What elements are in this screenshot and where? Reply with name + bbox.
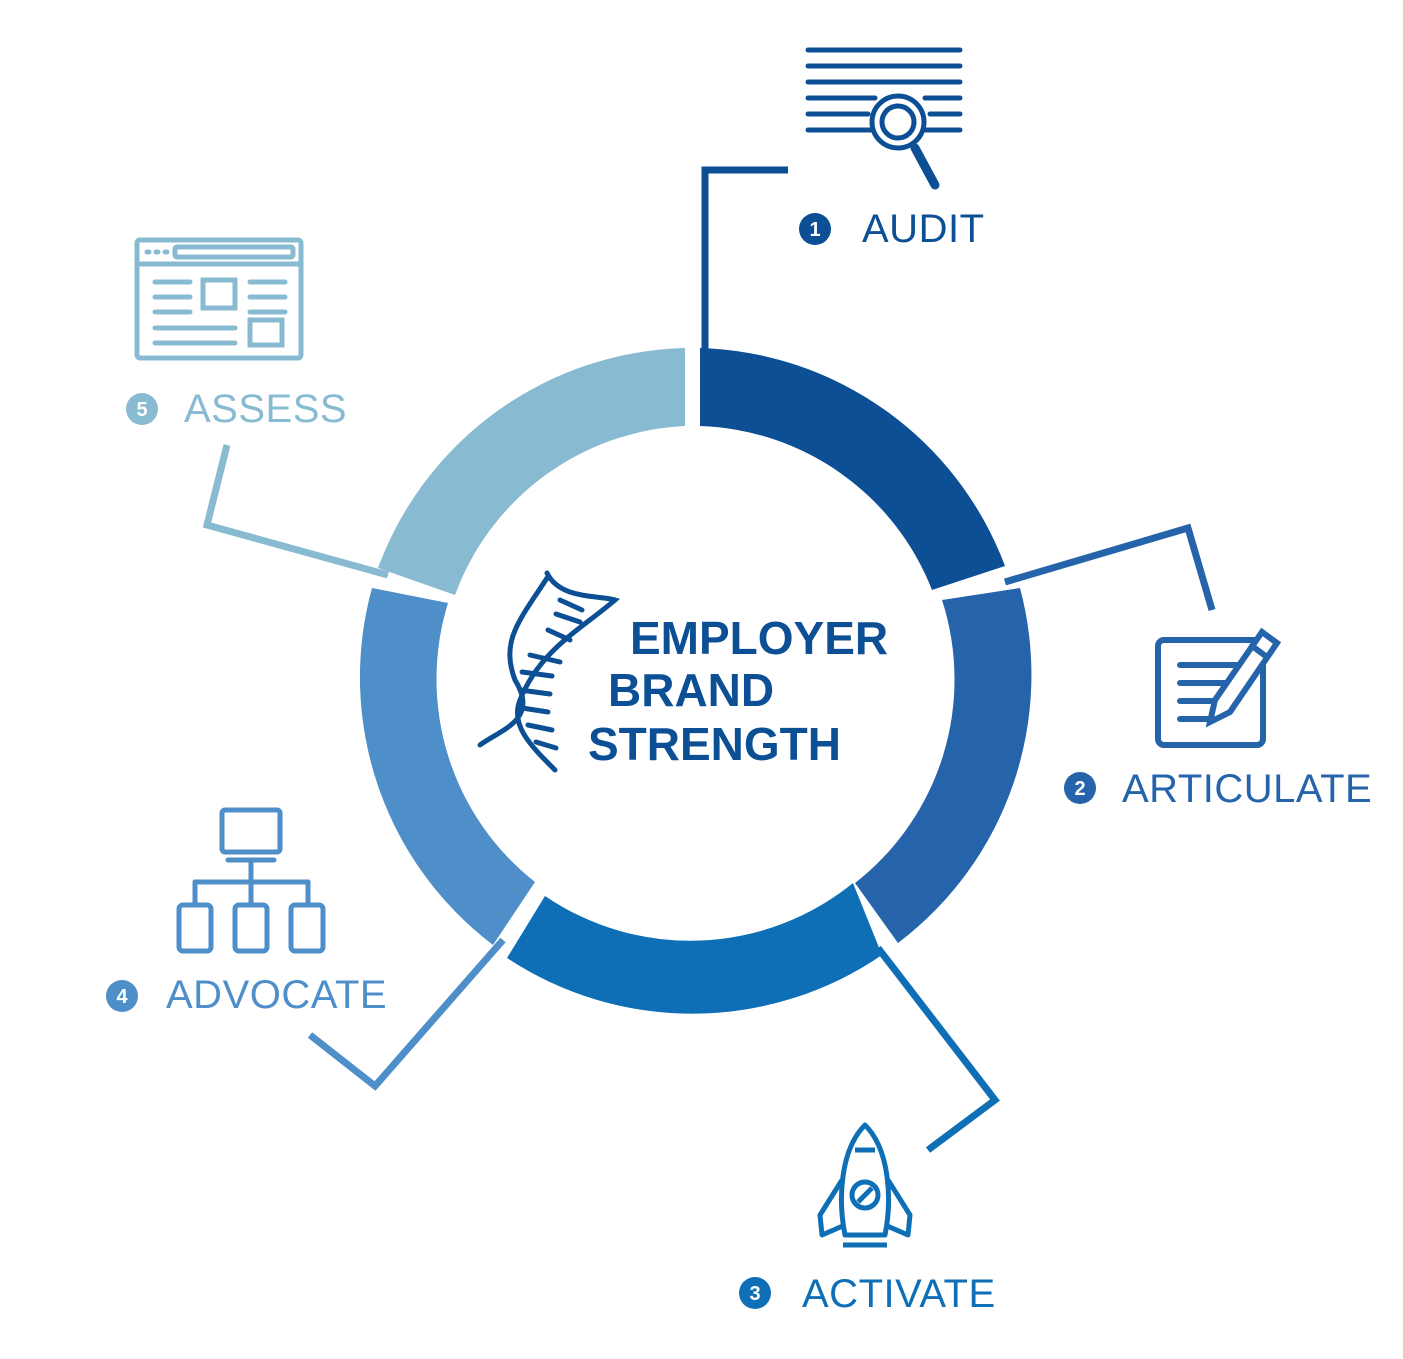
ring-segment-advocate bbox=[359, 588, 535, 945]
connector-assess bbox=[202, 444, 389, 579]
step-label-activate: ACTIVATE bbox=[802, 1272, 996, 1316]
step-audit: 1 AUDIT bbox=[799, 47, 985, 251]
step-activate: 3 ACTIVATE bbox=[739, 1122, 996, 1316]
step-number: 5 bbox=[136, 399, 147, 421]
connector-advocate bbox=[307, 937, 506, 1091]
ring-segment-audit bbox=[700, 348, 1005, 590]
connector-lines bbox=[202, 166, 1216, 1153]
step-number-badge bbox=[739, 1277, 771, 1309]
step-number: 1 bbox=[809, 219, 820, 241]
ring-segment-assess bbox=[378, 348, 685, 595]
step-number-badge bbox=[1064, 772, 1096, 804]
browser-window-icon bbox=[134, 237, 304, 361]
step-label-assess: ASSESS bbox=[184, 387, 347, 431]
step-number-badge bbox=[106, 980, 138, 1012]
step-number: 3 bbox=[749, 1283, 760, 1305]
step-assess: 5 ASSESS bbox=[126, 237, 347, 431]
cycle-ring bbox=[359, 348, 1032, 1014]
dna-icon bbox=[477, 570, 620, 773]
connector-articulate bbox=[1004, 523, 1216, 611]
notepad-pencil-icon bbox=[1155, 627, 1282, 748]
step-number: 4 bbox=[116, 986, 128, 1008]
center-line-1: EMPLOYER bbox=[630, 612, 888, 664]
document-search-icon bbox=[805, 47, 963, 190]
step-number-badge bbox=[799, 213, 831, 245]
center-title: EMPLOYER BRAND STRENGTH bbox=[588, 612, 888, 770]
connector-activate bbox=[875, 945, 1000, 1153]
network-devices-icon bbox=[176, 807, 326, 954]
step-label-advocate: ADVOCATE bbox=[166, 973, 387, 1017]
step-number: 2 bbox=[1074, 778, 1085, 800]
step-label-articulate: ARTICULATE bbox=[1122, 767, 1372, 811]
step-advocate: 4 ADVOCATE bbox=[106, 807, 387, 1017]
step-articulate: 2 ARTICULATE bbox=[1064, 627, 1372, 811]
step-label-audit: AUDIT bbox=[862, 207, 985, 251]
center-line-2: BRAND bbox=[608, 664, 774, 716]
ring-segment-articulate bbox=[855, 588, 1032, 943]
ring-segment-activate bbox=[507, 883, 882, 1014]
connector-audit bbox=[701, 166, 788, 350]
center-line-3: STRENGTH bbox=[588, 718, 841, 770]
rocket-icon bbox=[817, 1122, 913, 1248]
step-number-badge bbox=[126, 393, 158, 425]
